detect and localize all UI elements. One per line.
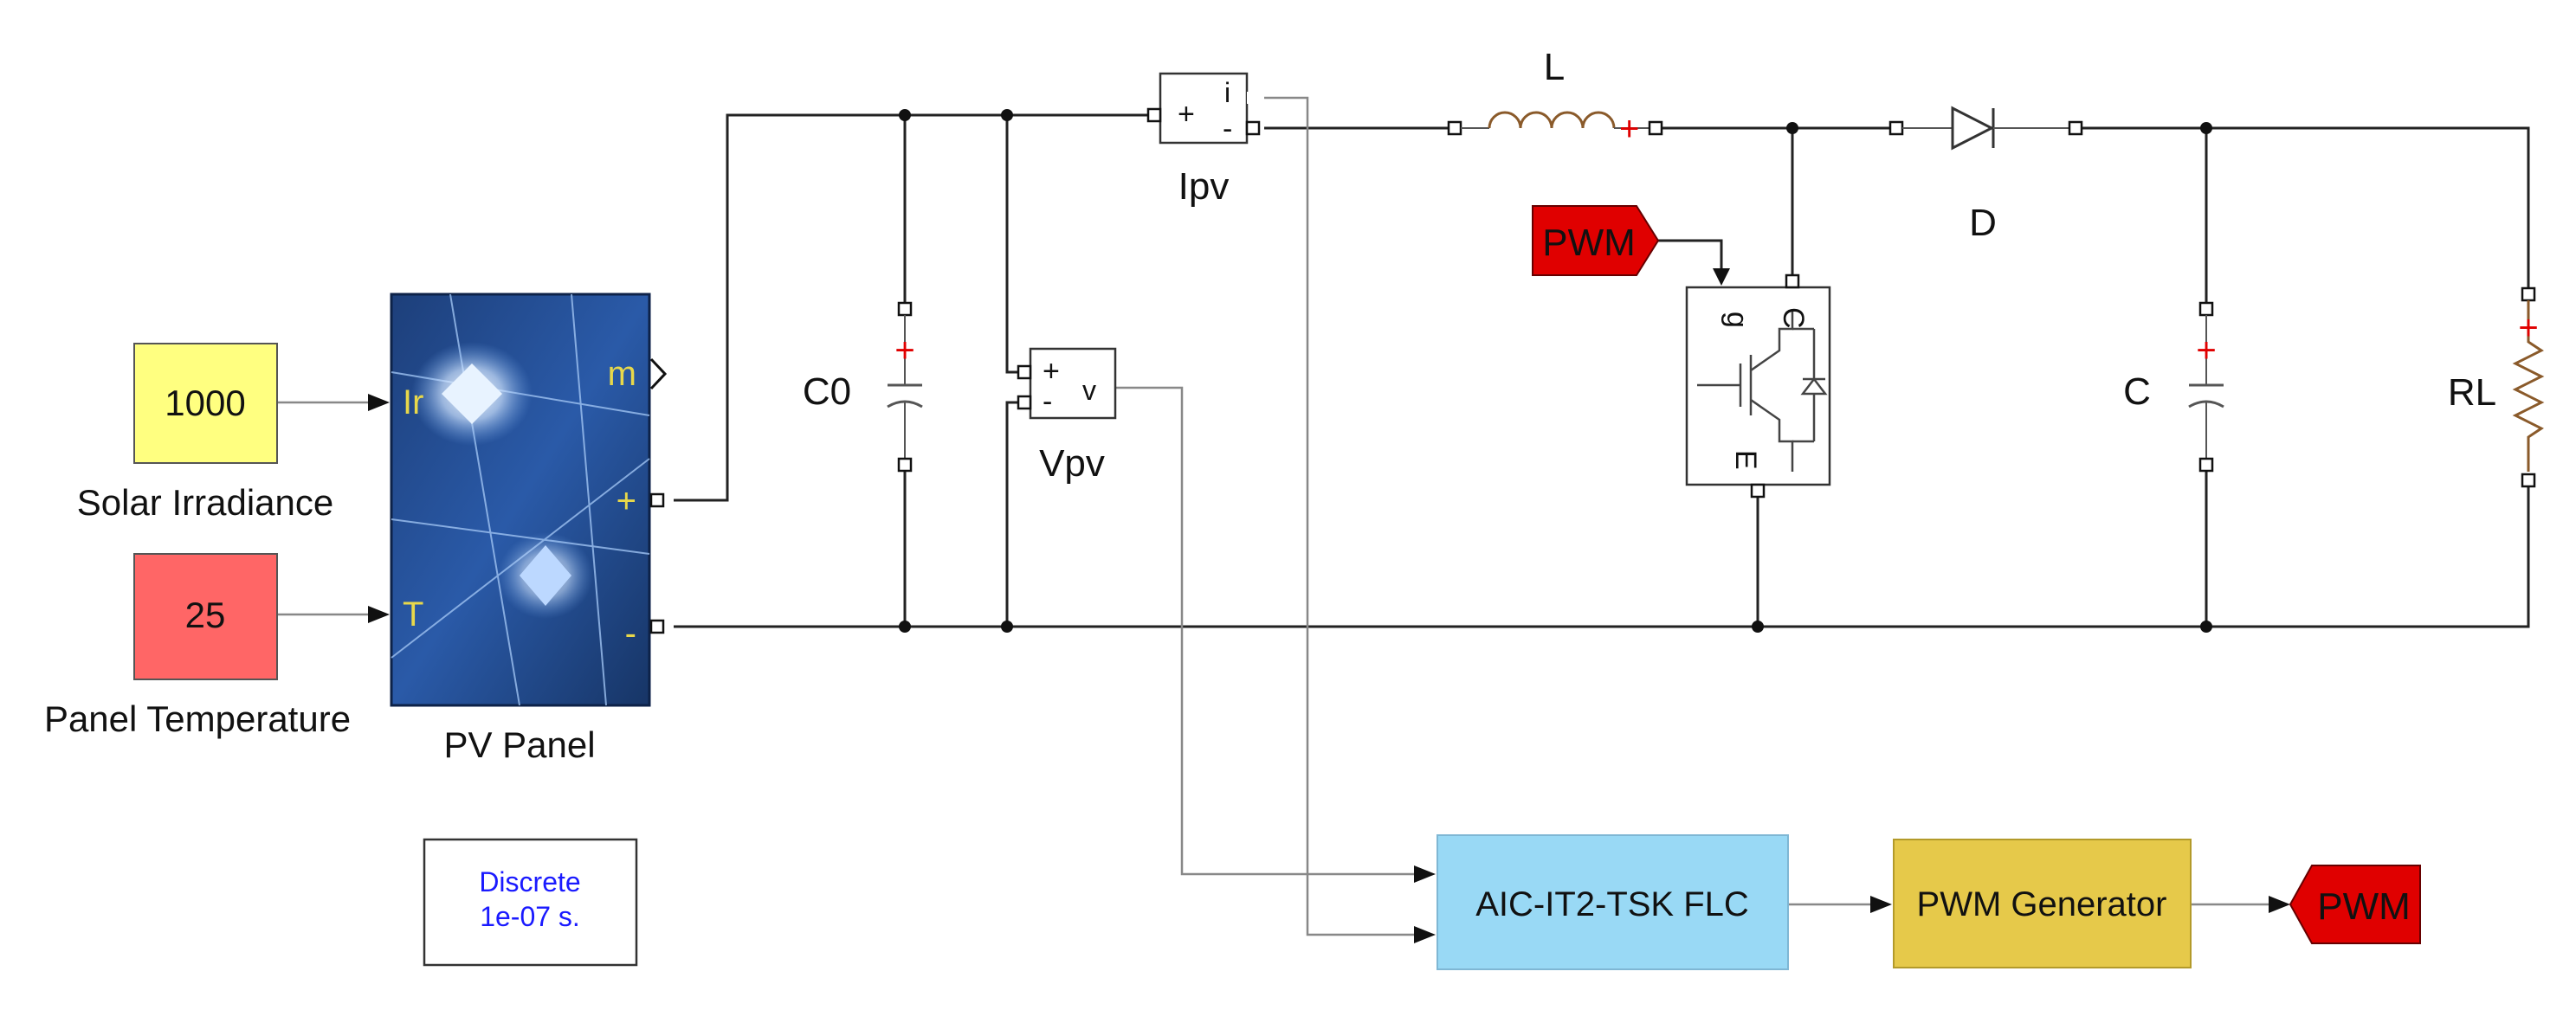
igbt-emitter: E [1729,450,1762,470]
pwm-generator-block[interactable]: PWM Generator [1893,839,2192,968]
ipv-plus: + [1178,98,1195,131]
panel-temperature-value: 25 [185,595,226,635]
diode-label: D [1969,202,1997,244]
pwm-generator-label: PWM Generator [1917,885,2167,923]
pwm-from-tag[interactable]: PWM [1532,205,1660,276]
c-polarity: + [2196,331,2216,370]
pv-port-ir: Ir [403,383,423,421]
pwm-goto-tag[interactable]: PWM [2289,865,2421,944]
signal-lines [275,96,2269,936]
solar-irradiance-block[interactable]: 1000 [133,343,278,464]
vpv-voltage-sensor[interactable]: + - v [1017,347,1117,420]
panel-temperature-label: Panel Temperature [44,698,351,739]
vpv-plus: + [1043,355,1060,388]
vpv-out: v [1082,375,1096,406]
junctions [899,109,2212,633]
pv-port-plus: + [617,482,636,520]
pwm-from-label: PWM [1542,222,1636,264]
ipv-current-sensor[interactable]: + - i [1146,72,1261,145]
ipv-label: Ipv [1178,165,1230,208]
pv-port-m: m [608,355,636,393]
controller-label: AIC-IT2-TSK FLC [1475,885,1749,923]
igbt-symbol-icon [1697,312,1828,472]
c0-label: C0 [803,370,851,413]
igbt-switch[interactable]: g C E [1685,273,1831,499]
c-label: C [2123,370,2151,413]
arrowheads [368,268,2290,943]
pwm-goto-label: PWM [2317,885,2411,928]
solver-line2: 1e-07 s. [480,901,580,932]
wires [674,113,2530,628]
rl-label: RL [2448,371,2496,414]
aic-it2-tsk-flc-block[interactable]: AIC-IT2-TSK FLC [1436,834,1789,970]
solar-irradiance-value: 1000 [165,383,245,423]
rl-polarity: + [2518,309,2538,347]
pv-port-minus: - [625,614,636,653]
vpv-label: Vpv [1039,442,1105,485]
c0-capacitor[interactable]: + [887,301,923,473]
igbt-gate: g [1721,312,1753,328]
pv-panel-block[interactable]: Ir T m + - [390,293,651,707]
inductor-polarity: + [1619,110,1639,148]
pv-port-t: T [403,595,423,634]
vpv-minus: - [1043,385,1052,418]
powergui-solver-block[interactable]: Discrete 1e-07 s. [423,838,638,967]
pv-plus-terminal [649,492,665,508]
inductor-l[interactable]: + [1447,110,1663,148]
pv-minus-terminal [649,619,665,634]
solver-line1: Discrete [479,866,580,897]
panel-temperature-block[interactable]: 25 [133,553,278,680]
solar-irradiance-label: Solar Irradiance [77,482,333,523]
pv-m-port-icon [649,357,668,390]
c-capacitor[interactable]: + [2188,301,2224,473]
diode-d[interactable] [1888,106,2083,151]
pv-panel-label: PV Panel [443,724,595,765]
rl-load-resistor[interactable]: + [2512,286,2545,488]
c0-polarity: + [894,331,914,370]
ipv-minus: - [1223,113,1232,145]
inductor-label: L [1544,46,1565,88]
ipv-out: i [1224,77,1230,108]
